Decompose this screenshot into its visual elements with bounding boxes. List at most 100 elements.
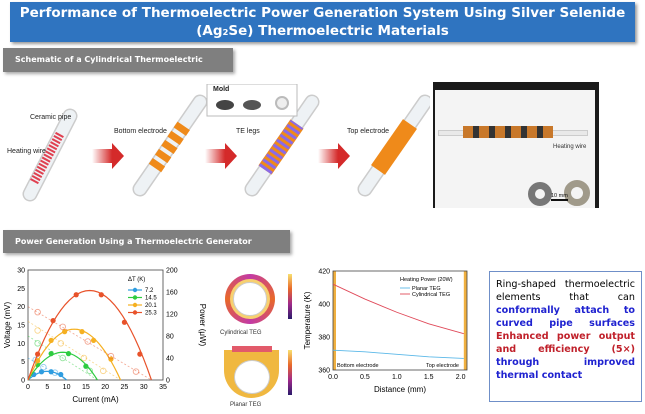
pipe-4 (357, 94, 430, 197)
x-tick-label: 2.0 (456, 374, 466, 381)
bottom-electrode-band (333, 271, 336, 370)
x-tick-label: 5 (45, 384, 49, 391)
colorbar (288, 274, 292, 319)
power-point (35, 351, 41, 357)
power-curve (27, 328, 122, 381)
power-point (50, 318, 56, 324)
power-point (79, 329, 85, 335)
label-planar-teg: Planar TEG (230, 402, 262, 408)
x-tick-label: 25 (121, 384, 129, 391)
planar-teg-map (224, 346, 279, 398)
top-electrode-band (463, 271, 467, 370)
voltage-point (132, 368, 140, 375)
annotation-bottom-electrode: Bottom electrode (337, 363, 379, 369)
power-point (58, 371, 64, 378)
voltage-point (84, 338, 92, 345)
voltage-point (99, 367, 107, 375)
x-tick-label: 0.0 (328, 374, 338, 381)
legend-marker (132, 295, 138, 300)
x-tick-label: 1.0 (392, 374, 402, 381)
label-heating-wire: Heating wire (7, 148, 46, 155)
label-top-electrode: Top electrode (347, 128, 390, 135)
power-point (38, 369, 45, 375)
label-bottom-electrode: Bottom electrode (114, 128, 167, 135)
annotation-top-electrode: Top electrode (426, 363, 459, 369)
pipe-3 (244, 94, 320, 197)
y-tick-label: 0 (21, 378, 25, 385)
legend-title: Heating Power (20W) (400, 277, 453, 283)
power-point (48, 351, 54, 357)
schematic-diagram (22, 84, 430, 202)
x-tick-label: 20 (101, 384, 109, 391)
y2-tick-label: 0 (166, 378, 170, 385)
x-axis-label: Distance (mm) (374, 385, 426, 394)
pipe-1 (22, 108, 78, 202)
plot-frame (27, 269, 164, 381)
legend-label: Planar TEG (412, 286, 441, 292)
y-tick-label: 380 (318, 335, 330, 342)
legend-label: 20.1 (145, 303, 157, 309)
section-header-power: Power Generation Using a Thermoelectric … (3, 230, 290, 253)
voltage-point (57, 340, 65, 347)
teg-photo: Heating wire 10 mm (433, 82, 599, 208)
label-cylindrical-teg: Cylindrical TEG (220, 330, 262, 336)
x-tick-label: 0.5 (360, 374, 370, 381)
y2-tick-label: 80 (166, 334, 174, 341)
voltage-fit-line (27, 335, 98, 381)
summary-box: Ring-shaped thermoelectric elements that… (489, 271, 642, 402)
photo-label-heating-wire: Heating wire (553, 144, 587, 150)
power-point (62, 329, 68, 335)
y2-tick-label: 40 (166, 356, 174, 363)
label-te-legs: TE legs (236, 128, 260, 135)
x-tick-label: 35 (159, 384, 167, 391)
title-line-2: (Ag₂Se) Thermoelectric Materials (196, 23, 449, 39)
x-tick-label: 1.5 (424, 374, 434, 381)
arrow-2 (205, 149, 225, 163)
power-point (98, 292, 104, 298)
voltage-point (80, 354, 88, 362)
label-ceramic-pipe: Ceramic pipe (30, 114, 72, 121)
y-tick-label: 420 (318, 269, 330, 276)
y-axis-label: Voltage (mV) (3, 302, 12, 349)
y-tick-label: 20 (17, 304, 25, 311)
voltage-point (107, 352, 115, 360)
note-text-1: Ring-shaped thermoelectric elements that… (496, 279, 635, 303)
legend-title: ΔT (K) (128, 277, 145, 283)
x-tick-label: 0 (26, 384, 30, 391)
voltage-point (40, 363, 47, 371)
scale-bar: 10 mm (551, 193, 568, 201)
power-point (48, 337, 54, 343)
title-line-1: Performance of Thermoelectric Power Gene… (19, 5, 626, 21)
power-point (121, 319, 128, 325)
arrow-3 (318, 149, 338, 163)
legend-label: 25.3 (145, 311, 157, 317)
note-text-3: Enhanced power output and efficiency (5×… (496, 331, 635, 355)
y-tick-label: 5 (21, 359, 25, 366)
power-curve (27, 289, 152, 381)
voltage-point (86, 367, 93, 375)
y-tick-label: 15 (17, 323, 25, 330)
colorbar (288, 350, 292, 395)
y2-tick-label: 160 (166, 290, 178, 297)
x-tick-label: 10 (63, 384, 71, 391)
power-point (35, 358, 41, 364)
voltage-point (34, 327, 41, 334)
y-axis-label: Temperature (K) (303, 291, 312, 349)
power-point (83, 363, 89, 369)
legend-label: 14.5 (145, 296, 157, 302)
power-point (73, 292, 79, 298)
voltage-point (34, 308, 41, 316)
arrow-1 (92, 149, 112, 163)
y2-tick-label: 120 (166, 312, 178, 319)
legend-marker (132, 310, 138, 315)
y-tick-label: 360 (318, 368, 330, 375)
section-header-schematic: Schematic of a Cylindrical Thermoelectri… (3, 48, 233, 88)
series-line (332, 349, 464, 359)
x-tick-label: 30 (140, 384, 148, 391)
y-tick-label: 30 (17, 268, 25, 275)
voltage-point (59, 354, 66, 362)
y2-tick-label: 200 (166, 268, 178, 275)
x-axis-label: Current (mA) (72, 395, 119, 404)
